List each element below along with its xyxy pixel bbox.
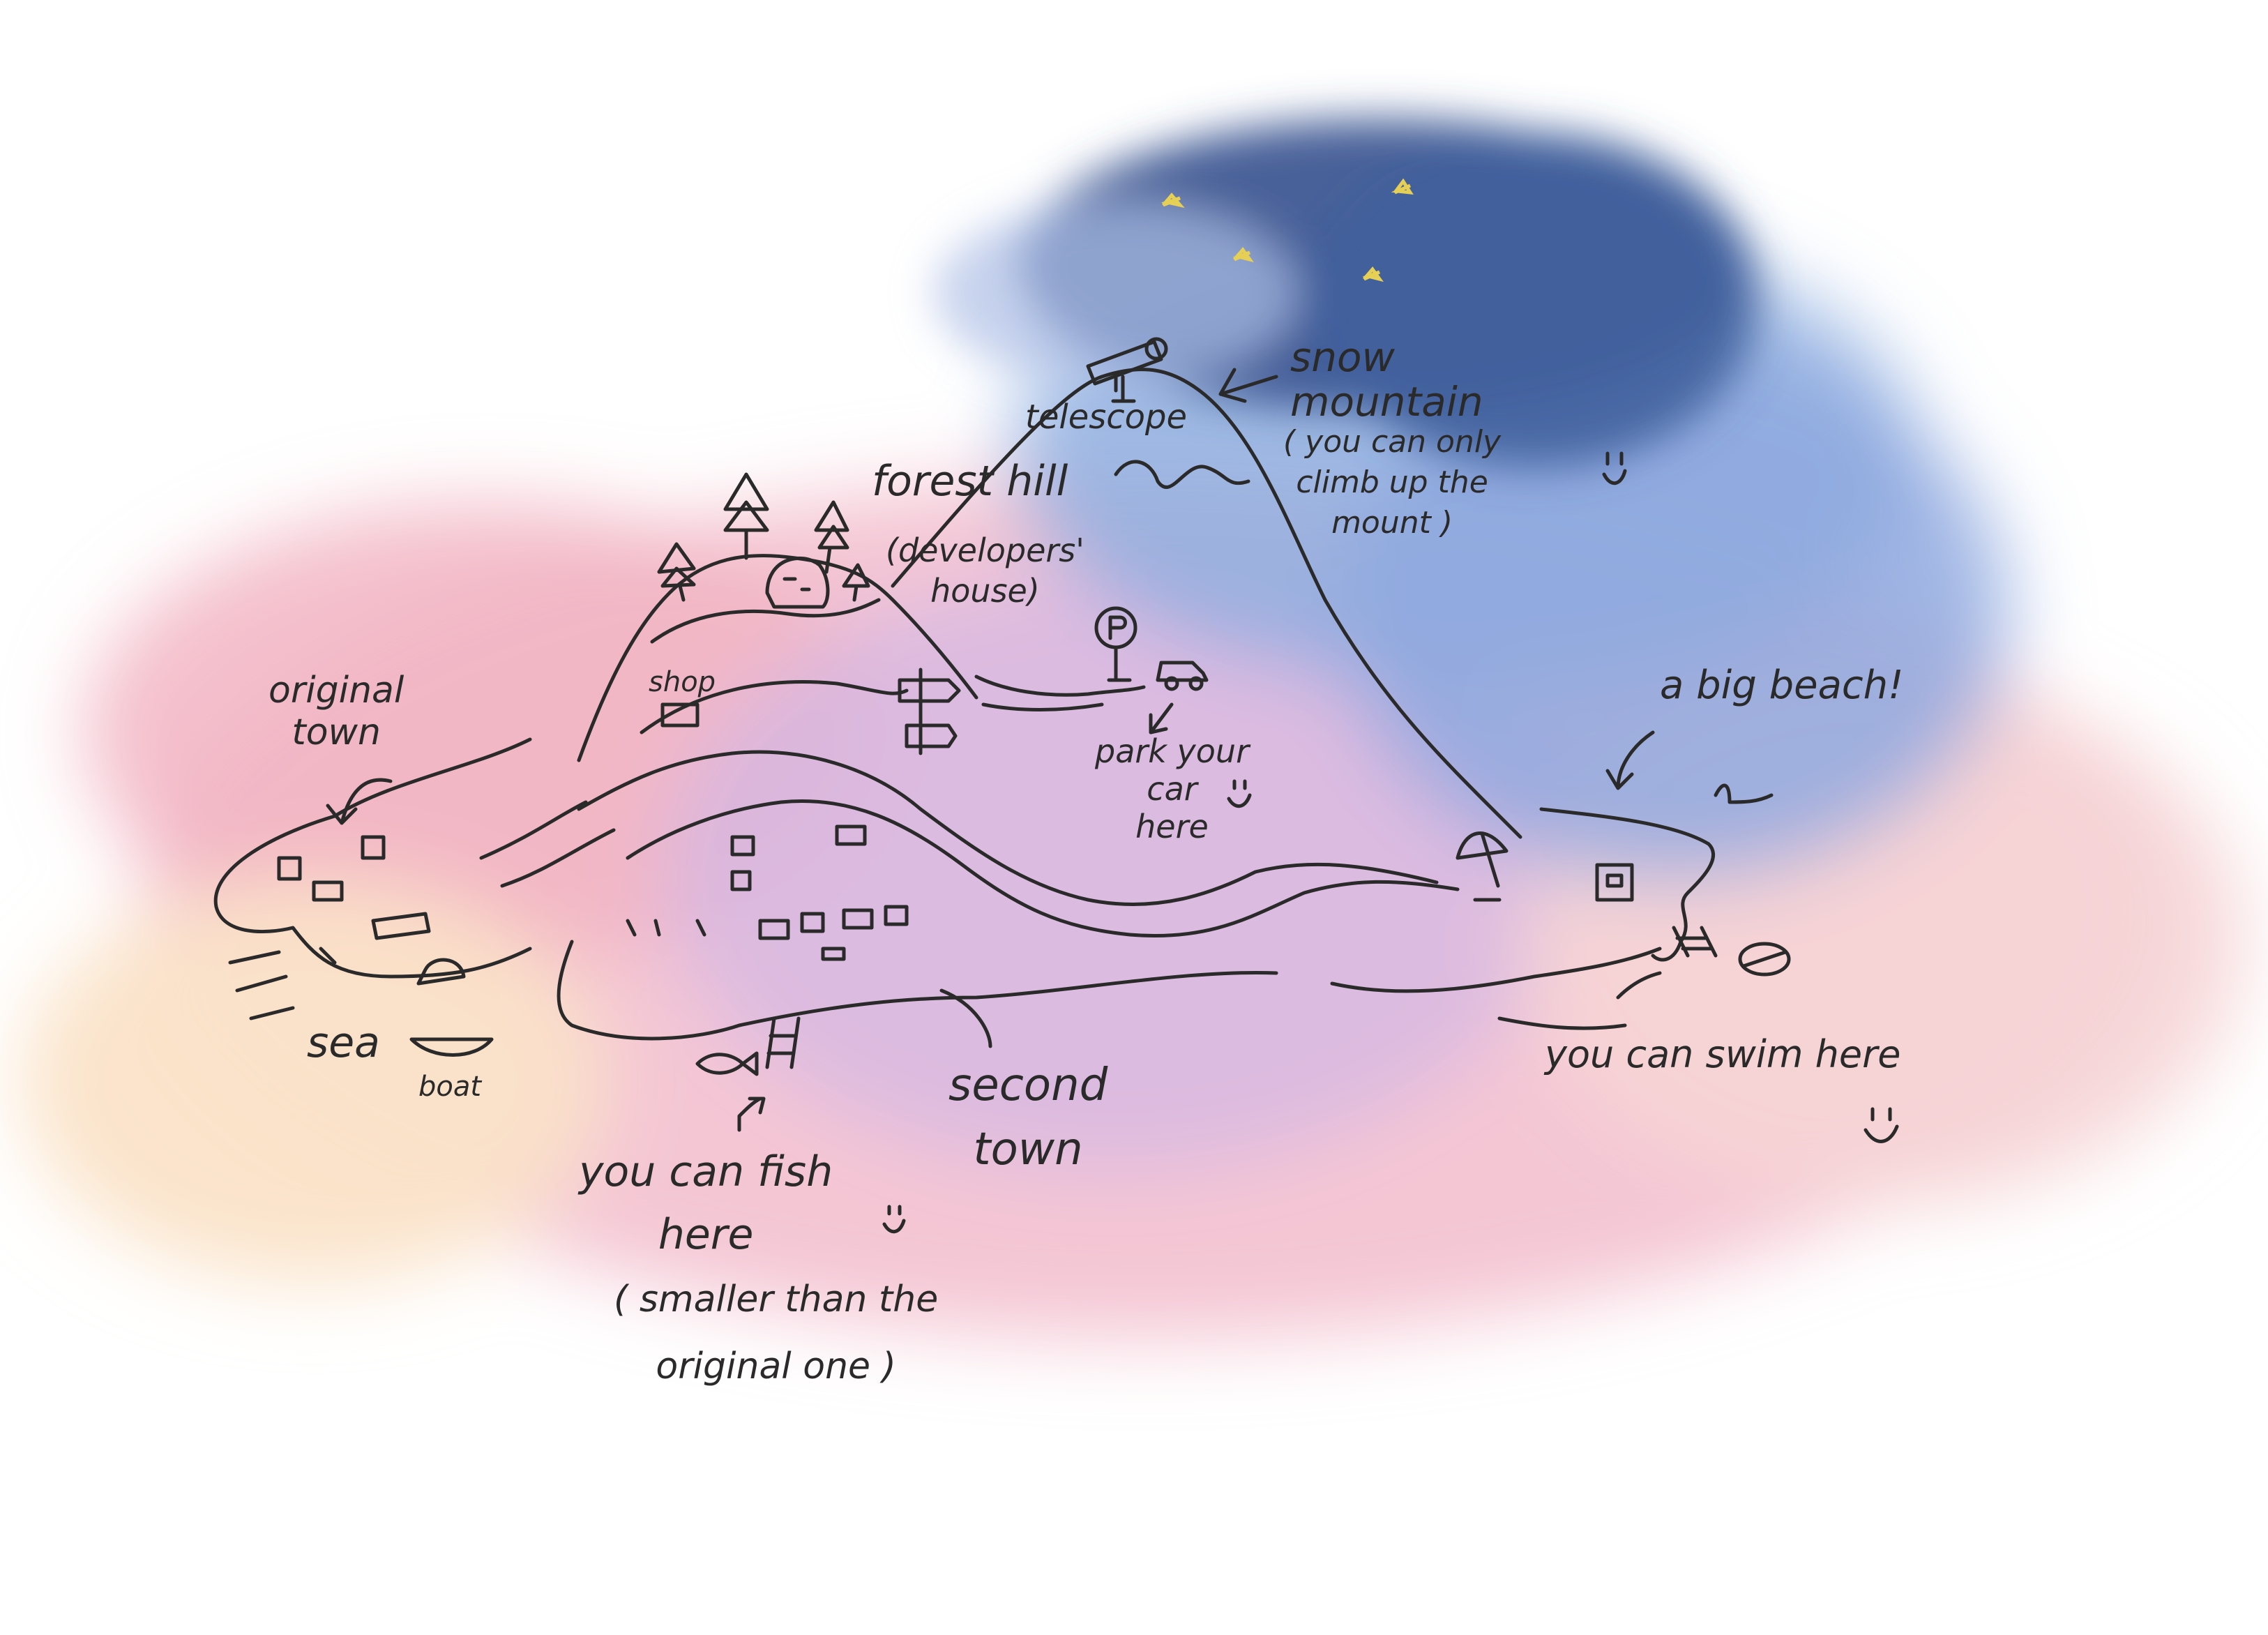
pine-tree-icon (723, 472, 769, 560)
river-line (500, 828, 616, 888)
river-line (577, 750, 1439, 906)
island-outline (213, 737, 532, 979)
forest-hill-label: forest hill (872, 457, 1068, 506)
telescope-label: telescope (1025, 398, 1187, 437)
smiley-icon (1227, 779, 1252, 808)
ladder-icon (1672, 926, 1718, 958)
smiley-icon (1602, 451, 1627, 485)
original-town-houses (277, 835, 431, 965)
coast-line (557, 940, 1278, 1041)
star-icon (1161, 193, 1185, 209)
swim-label: you can swim here (1545, 1032, 1901, 1076)
pine-tree-icon (814, 500, 849, 574)
river-line (626, 799, 1460, 938)
forest-hill-outline (577, 554, 978, 762)
star-icon (1391, 178, 1414, 195)
second-town-houses (626, 824, 909, 961)
coast-line (1497, 1016, 1627, 1030)
pine-tree-icon (842, 563, 870, 602)
arrow-icon (737, 1097, 766, 1132)
coast-line (939, 988, 992, 1048)
smiley-icon (1863, 1107, 1899, 1143)
house-icon (1595, 863, 1634, 902)
fish-icon (695, 1051, 759, 1076)
beach-outline (1539, 807, 1715, 962)
coast-line (1330, 947, 1662, 993)
telescope-icon (1086, 337, 1168, 403)
developers-house-label: (developers' house) (886, 532, 1084, 610)
shop-label: shop (649, 666, 716, 698)
pine-tree-icon (657, 542, 696, 602)
smaller-note-label: ( smaller than the original one ) (614, 1279, 939, 1387)
river-line (479, 800, 588, 860)
arrow-icon (326, 778, 393, 825)
wave-line (1714, 783, 1774, 804)
arrow-icon (1605, 730, 1655, 790)
snow-mountain-outline (891, 368, 1522, 839)
sea-label: sea (307, 1018, 380, 1067)
signpost-icon (898, 668, 961, 755)
sea-waves (228, 950, 295, 1020)
ladder-icon (765, 1016, 801, 1069)
snow-mountain-label: snow mountain (1290, 333, 1483, 425)
fish-label: you can fish here (579, 1147, 833, 1259)
hill-path (650, 598, 881, 644)
watercolor-background (21, 119, 2246, 1339)
star-icon (1232, 246, 1254, 263)
hill-path (981, 702, 1104, 711)
smiley-icon (882, 1205, 906, 1234)
snow-cap-line (1114, 460, 1250, 489)
car-icon (1156, 661, 1209, 691)
boat-label: boat (418, 1071, 482, 1103)
boat-icon (409, 958, 494, 1057)
house-icon (765, 556, 830, 609)
parking-sign-icon (1094, 606, 1137, 682)
house-icon (660, 702, 700, 728)
climb-note-label: ( you can only climb up the mount ) (1283, 424, 1502, 541)
original-town-label: original town (269, 670, 405, 753)
hill-path (974, 675, 1146, 697)
wave-line (1616, 971, 1662, 1000)
ball-icon (1738, 942, 1791, 977)
arrow-icon (1218, 368, 1278, 403)
park-your-car-label: park your car here (1095, 732, 1249, 845)
second-town-label: second town (948, 1060, 1108, 1175)
beach-umbrella-icon (1456, 831, 1509, 902)
big-beach-label: a big beach! (1660, 663, 1904, 708)
star-icon (1362, 266, 1384, 282)
arrow-icon (1149, 702, 1174, 734)
